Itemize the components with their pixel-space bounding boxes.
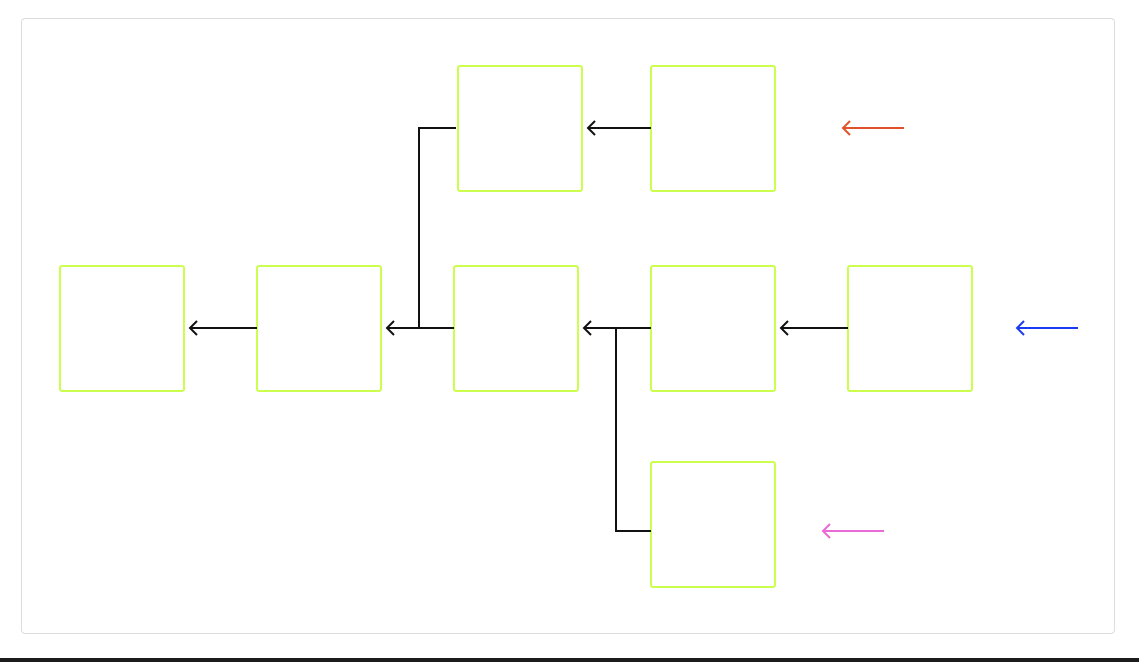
- input-arrow-middle: [1015, 320, 1078, 336]
- bottom-bar: [0, 658, 1139, 662]
- diagram-panel: [21, 18, 1115, 634]
- edge-top1-to-2: [418, 127, 456, 328]
- edge-2-to-1: [188, 320, 257, 336]
- node-top-2: [650, 65, 776, 192]
- node-top-1: [457, 65, 583, 192]
- node-2: [256, 265, 382, 392]
- node-5: [847, 265, 973, 392]
- input-arrow-top: [841, 120, 904, 136]
- edge-4-to-3: [582, 320, 651, 336]
- node-4: [650, 265, 776, 392]
- node-3: [453, 265, 579, 392]
- node-bottom: [650, 461, 776, 588]
- input-arrow-bottom: [821, 523, 884, 539]
- node-1: [59, 265, 185, 392]
- edge-3-to-2: [385, 320, 454, 336]
- edge-top2-to-top1: [586, 120, 651, 136]
- edge-bottom-to-3: [615, 328, 651, 532]
- edge-5-to-4: [779, 320, 848, 336]
